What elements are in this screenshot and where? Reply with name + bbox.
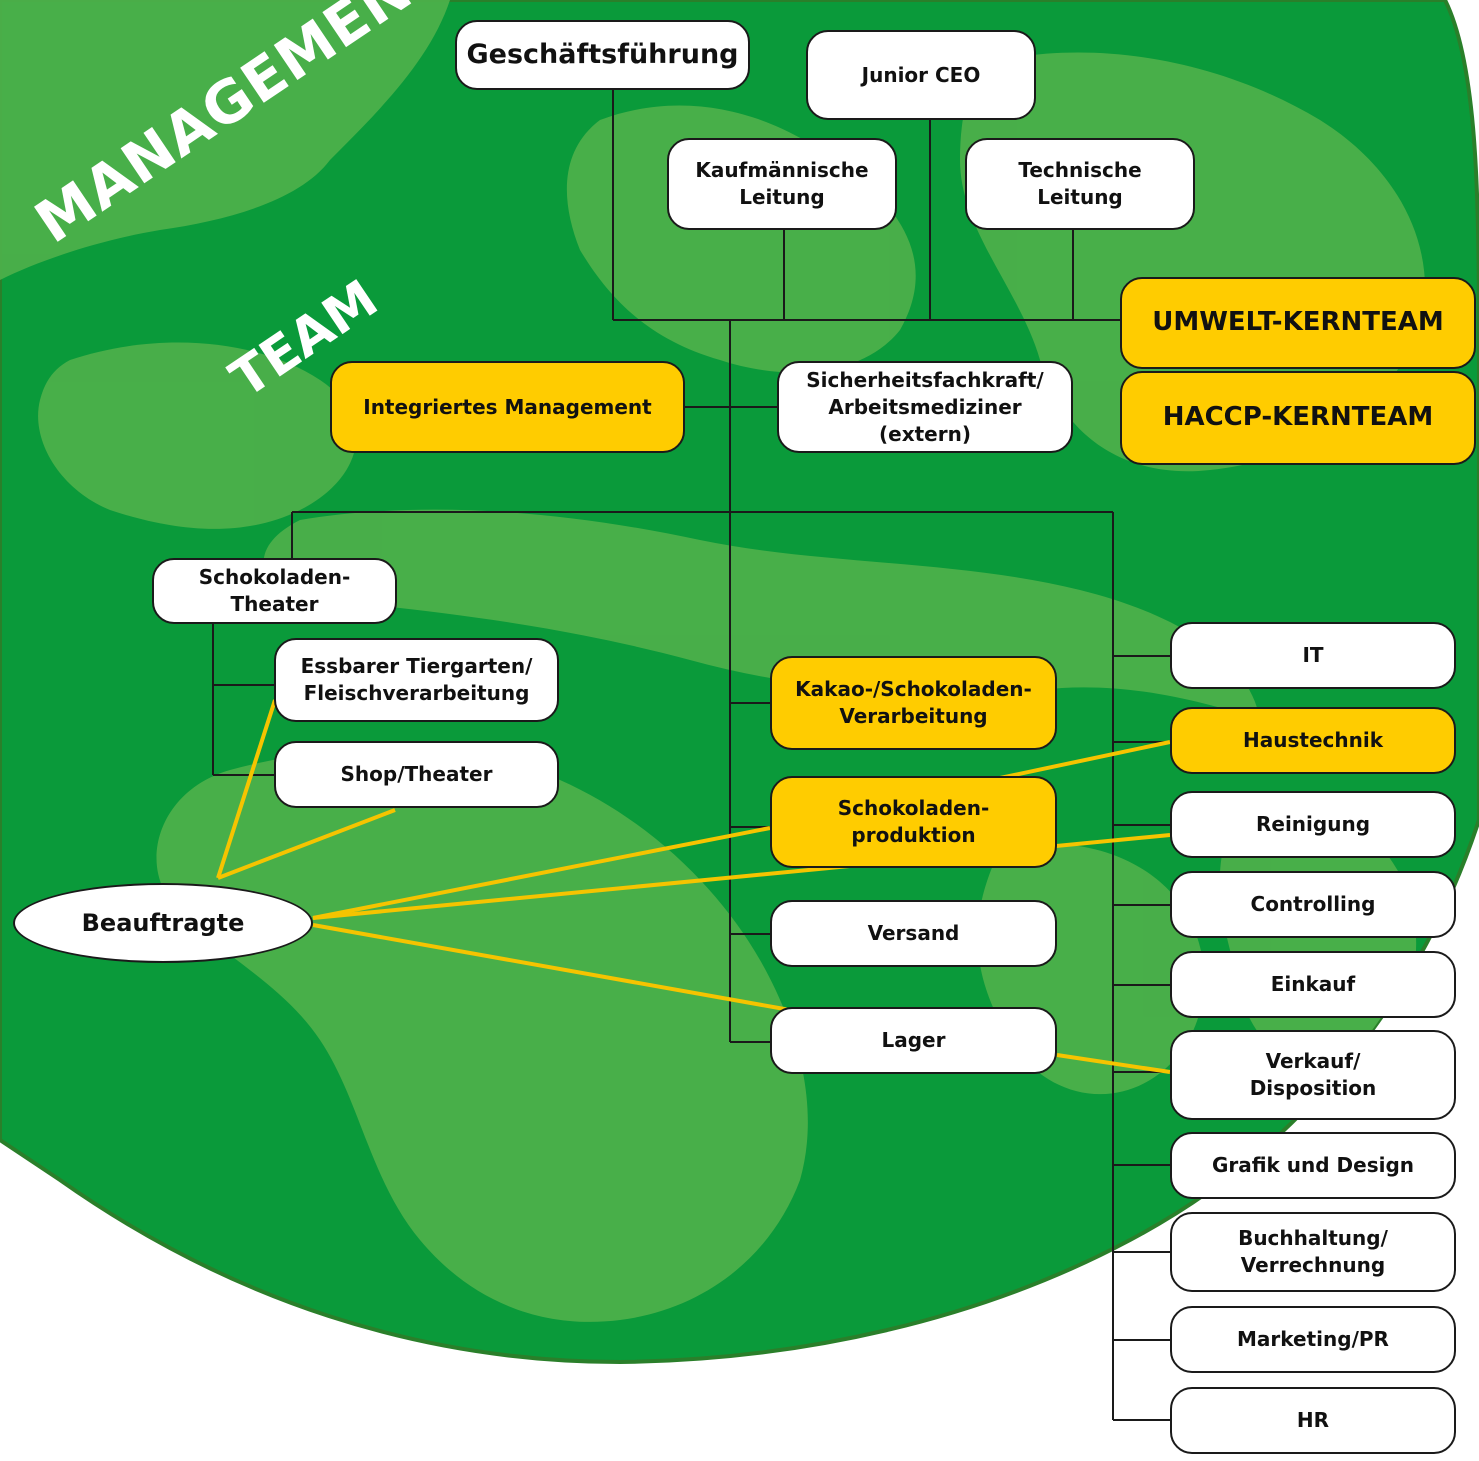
connector-lines xyxy=(212,90,1170,1421)
node-controlling[interactable]: Controlling xyxy=(1170,871,1456,938)
node-schokoladenproduktion[interactable]: Schokoladen- produktion xyxy=(770,776,1057,868)
node-shop-theater[interactable]: Shop/Theater xyxy=(274,741,559,808)
node-verkauf-disposition[interactable]: Verkauf/ Disposition xyxy=(1170,1030,1456,1120)
node-it[interactable]: IT xyxy=(1170,622,1456,689)
node-kaufmaennische-leitung[interactable]: Kaufmännische Leitung xyxy=(667,138,897,230)
landmass-west xyxy=(38,342,357,529)
landmass-africa xyxy=(156,748,808,1322)
node-haccp-kernteam[interactable]: HACCP-KERNTEAM xyxy=(1120,371,1476,465)
node-schokoladen-theater[interactable]: Schokoladen-Theater xyxy=(152,558,397,624)
node-buchhaltung[interactable]: Buchhaltung/ Verrechnung xyxy=(1170,1212,1456,1292)
node-beauftragte[interactable]: Beauftragte xyxy=(13,883,313,963)
node-technische-leitung[interactable]: Technische Leitung xyxy=(965,138,1195,230)
node-hr[interactable]: HR xyxy=(1170,1387,1456,1454)
node-essbarer-tiergarten[interactable]: Essbarer Tiergarten/ Fleischverarbeitung xyxy=(274,638,559,722)
node-geschaeftsfuehrung[interactable]: Geschäftsführung xyxy=(455,20,750,90)
landmass-north xyxy=(0,0,450,280)
node-einkauf[interactable]: Einkauf xyxy=(1170,951,1456,1018)
node-versand[interactable]: Versand xyxy=(770,900,1057,967)
node-umwelt-kernteam[interactable]: UMWELT-KERNTEAM xyxy=(1120,277,1476,369)
node-kakao-verarbeitung[interactable]: Kakao-/Schokoladen- Verarbeitung xyxy=(770,656,1057,750)
title-line-1: MANAGEMENT xyxy=(23,0,458,257)
node-reinigung[interactable]: Reinigung xyxy=(1170,791,1456,858)
node-lager[interactable]: Lager xyxy=(770,1007,1057,1074)
node-grafik-design[interactable]: Grafik und Design xyxy=(1170,1132,1456,1199)
node-sicherheitsfachkraft[interactable]: Sicherheitsfachkraft/ Arbeitsmediziner (… xyxy=(777,361,1073,453)
management-team-title: MANAGEMENT TEAM xyxy=(20,0,458,410)
node-haustechnik[interactable]: Haustechnik xyxy=(1170,707,1456,774)
node-marketing-pr[interactable]: Marketing/PR xyxy=(1170,1306,1456,1373)
node-integriertes-management[interactable]: Integriertes Management xyxy=(330,361,685,453)
node-junior-ceo[interactable]: Junior CEO xyxy=(806,30,1036,120)
